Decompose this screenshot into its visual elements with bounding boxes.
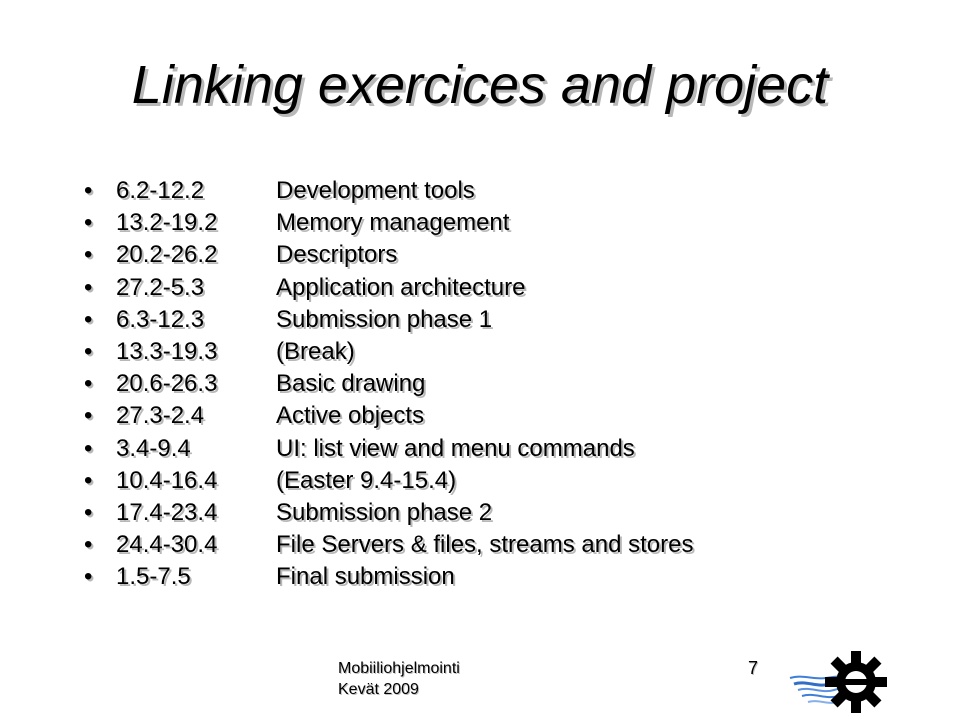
schedule-topic: (Break) bbox=[276, 337, 355, 365]
bullet-icon: • bbox=[84, 209, 93, 237]
footer-course: Mobiiliohjelmointi bbox=[338, 660, 460, 677]
schedule-dates: 24.4-30.4 bbox=[116, 531, 218, 559]
schedule-dates: 17.4-23.4 bbox=[116, 498, 218, 526]
bullet-icon: • bbox=[84, 498, 93, 526]
footer: Mobiiliohjelmointi Kevät 2009 bbox=[338, 658, 460, 700]
logo-gear bbox=[825, 651, 887, 713]
schedule-topic: (Easter 9.4-15.4) bbox=[276, 466, 457, 494]
footer-term: Kevät 2009 bbox=[338, 681, 419, 698]
schedule-topic: Submission phase 2 bbox=[276, 498, 493, 526]
schedule-item: • 20.6-26.3 Basic drawing bbox=[80, 368, 880, 400]
schedule-item: • 13.3-19.3 (Break) bbox=[80, 336, 880, 368]
schedule-dates: 20.2-26.2 bbox=[116, 241, 218, 269]
schedule-topic: UI: list view and menu commands bbox=[276, 434, 635, 462]
bullet-icon: • bbox=[84, 177, 93, 204]
schedule-topic: Active objects bbox=[276, 402, 425, 430]
university-gear-logo-icon bbox=[789, 651, 887, 713]
schedule-item: • 27.3-2.4 Active objects bbox=[80, 400, 880, 432]
schedule-item: • 10.4-16.4 (Easter 9.4-15.4) bbox=[80, 465, 880, 497]
schedule-item: • 6.2-12.2 Development tools bbox=[80, 175, 880, 207]
schedule-dates: 13.3-19.3 bbox=[116, 337, 218, 365]
bullet-icon: • bbox=[84, 531, 93, 559]
bullet-icon: • bbox=[84, 241, 93, 269]
schedule-item: • 3.4-9.4 UI: list view and menu command… bbox=[80, 433, 880, 465]
bullet-icon: • bbox=[84, 337, 93, 365]
schedule-dates: 6.3-12.3 bbox=[116, 305, 205, 333]
schedule-item: • 17.4-23.4 Submission phase 2 bbox=[80, 497, 880, 529]
bullet-icon: • bbox=[84, 370, 93, 398]
schedule-topic: Application architecture bbox=[276, 273, 526, 301]
bullet-icon: • bbox=[84, 305, 93, 333]
schedule-dates: 27.3-2.4 bbox=[116, 402, 205, 430]
schedule-item: • 20.2-26.2 Descriptors bbox=[80, 239, 880, 271]
schedule-topic: Development tools bbox=[276, 177, 475, 204]
schedule-dates: 27.2-5.3 bbox=[116, 273, 205, 301]
schedule-topic: Final submission bbox=[276, 563, 455, 591]
schedule-topic: File Servers & files, streams and stores bbox=[276, 531, 694, 559]
bullet-icon: • bbox=[84, 434, 93, 462]
bullet-icon: • bbox=[84, 466, 93, 494]
schedule-topic: Memory management bbox=[276, 209, 510, 237]
page-number: 7 bbox=[748, 658, 759, 678]
schedule-dates: 3.4-9.4 bbox=[116, 434, 191, 462]
schedule-topic: Submission phase 1 bbox=[276, 305, 493, 333]
bullet-icon: • bbox=[84, 402, 93, 430]
schedule-dates: 1.5-7.5 bbox=[116, 563, 191, 591]
schedule-dates: 20.6-26.3 bbox=[116, 370, 218, 398]
schedule-item: • 1.5-7.5 Final submission bbox=[80, 561, 880, 593]
schedule-item: • 13.2-19.2 Memory management bbox=[80, 207, 880, 239]
schedule-topic: Descriptors bbox=[276, 241, 398, 269]
schedule-item: • 27.2-5.3 Application architecture bbox=[80, 272, 880, 304]
schedule-item: • 24.4-30.4 File Servers & files, stream… bbox=[80, 529, 880, 561]
schedule-topic: Basic drawing bbox=[276, 370, 426, 398]
schedule-item: • 6.3-12.3 Submission phase 1 bbox=[80, 304, 880, 336]
schedule-dates: 6.2-12.2 bbox=[116, 177, 205, 204]
schedule-list: • 6.2-12.2 Development tools • 13.2-19.2… bbox=[80, 175, 880, 593]
slide-title: Linking exercices and project bbox=[131, 55, 829, 115]
bullet-icon: • bbox=[84, 563, 93, 591]
bullet-icon: • bbox=[84, 273, 93, 301]
schedule-dates: 13.2-19.2 bbox=[116, 209, 218, 237]
schedule-dates: 10.4-16.4 bbox=[116, 466, 218, 494]
